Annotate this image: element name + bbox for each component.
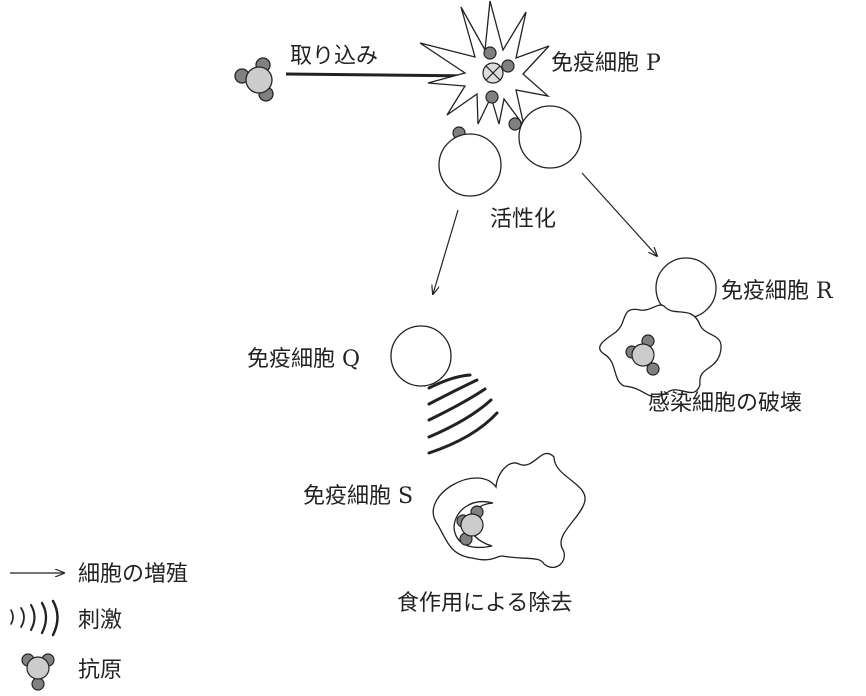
immune-cell-p [419,0,551,127]
uptake-label: 取り込み [290,44,378,69]
proliferation-arrow-to-r [581,172,657,256]
cell-r-label: 免疫細胞 R [721,279,834,304]
presented-antigen-icon [508,117,522,131]
cell-s-label: 免疫細胞 S [303,484,413,509]
activation-label: 活性化 [490,207,556,232]
antigen-icon [456,505,484,546]
incoming-antigen-icon [234,57,274,102]
phagocytosis-label: 食作用による除去 [397,591,572,616]
cell-p-label: 免疫細胞 P [551,51,661,76]
legend-antigen-icon [21,653,55,691]
legend-label-stimulus: 刺激 [78,608,122,633]
legend-label-antigen: 抗原 [78,658,122,683]
infected-cell [599,304,722,398]
legend: 細胞の増殖 刺激 抗原 [10,562,188,691]
uptake-arrow [285,70,480,81]
lymphocyte-right [518,105,582,169]
cell-q-label: 免疫細胞 Q [247,347,360,372]
immune-cell-q [390,325,452,387]
legend-stimulus-icon [10,599,59,637]
stimulus-waves-icon [427,373,499,455]
lymphocyte-left [438,133,502,197]
proliferation-arrow-to-q [433,209,459,294]
antigen-icon [625,334,660,376]
immune-cell-s [432,452,586,569]
legend-label-proliferation: 細胞の増殖 [78,562,188,587]
infected-destroy-label: 感染細胞の破壊 [648,391,802,416]
